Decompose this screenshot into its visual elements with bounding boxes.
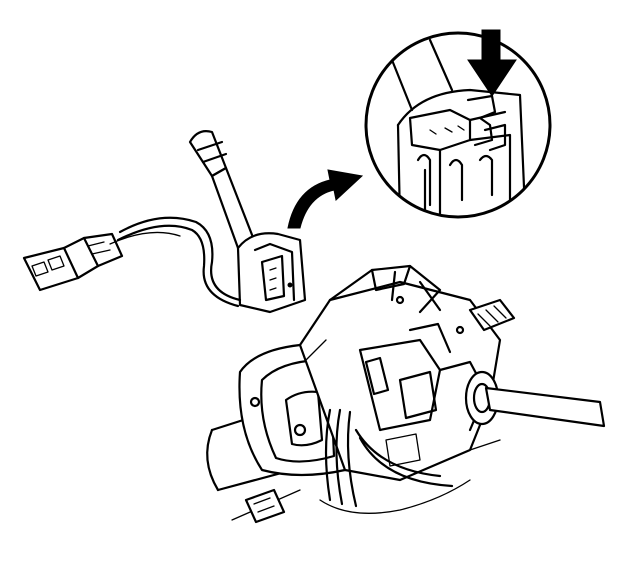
bottom-connector <box>244 488 286 524</box>
curved-arrow-icon <box>287 169 364 229</box>
lever-stub <box>484 386 606 428</box>
lever-stalk <box>210 166 256 250</box>
arrow-down-icon <box>467 29 517 97</box>
switch-housing <box>236 232 307 314</box>
steering-column-assembly <box>206 264 606 524</box>
detail-magnifier <box>364 29 552 219</box>
shaft-end <box>468 298 516 332</box>
turn-signal-switch <box>22 130 307 314</box>
lever-tip <box>188 130 228 178</box>
